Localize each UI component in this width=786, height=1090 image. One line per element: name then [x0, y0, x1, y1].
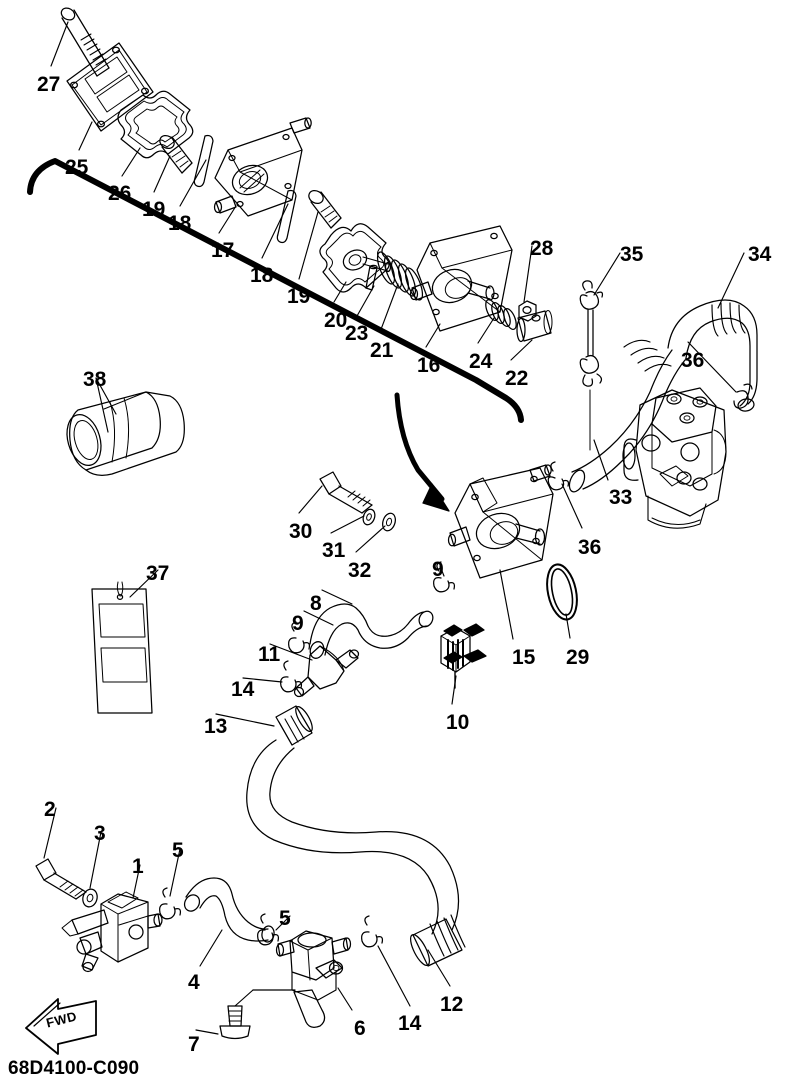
callout-pump-body-17: 17	[211, 239, 235, 262]
part-31-washer	[362, 508, 376, 526]
part-6-fuel-cock	[275, 930, 352, 1028]
part-18b-pin	[276, 189, 297, 244]
part-36a-clip	[733, 383, 753, 409]
part-20-diaphragm	[319, 223, 392, 293]
callout-diaphragm-gasket-26: 26	[108, 182, 132, 205]
part-14a-clip	[280, 660, 303, 693]
callout-clip-36b: 36	[578, 536, 602, 559]
part-10-hose-holder-clip	[440, 623, 487, 689]
part-30-bolt	[319, 471, 373, 514]
callout-screw-27: 27	[37, 73, 61, 96]
part-13-fuel-hose-joint	[275, 705, 313, 746]
callout-fuel-pump-housing-16: 16	[417, 354, 441, 377]
part-3-washer	[82, 888, 98, 908]
part-32-washer	[382, 512, 396, 532]
callout-screw-19a: 19	[142, 198, 166, 221]
callout-fuel-hose-bent-8: 8	[310, 592, 322, 615]
callout-fuel-pump-body-1: 1	[132, 855, 144, 878]
part-24-spring	[485, 299, 517, 330]
callout-pin-18a: 18	[168, 212, 192, 235]
callout-clip-9b: 9	[432, 558, 444, 581]
part-18a-pin	[193, 134, 214, 188]
callout-fuel-filter-11: 11	[258, 643, 281, 666]
part-2-bolt	[35, 858, 87, 900]
callout-pin-18b: 18	[250, 264, 274, 287]
part-15-fuel-pump-assembly	[447, 464, 554, 579]
part-22-plug	[516, 310, 553, 343]
part-11-fuel-filter	[293, 645, 360, 698]
part-5a-clamp	[159, 887, 182, 920]
part-37-label-plate	[91, 581, 153, 714]
callout-bolt-2: 2	[44, 798, 56, 821]
part-16-pump-housing	[409, 225, 513, 332]
part-number-code: 68D4100-C090	[8, 1058, 140, 1079]
part-36b-clip	[547, 461, 570, 491]
callout-spring-24: 24	[469, 350, 493, 373]
callout-nut-28: 28	[530, 237, 554, 260]
part-19b-screw	[308, 189, 342, 229]
callout-washer-32: 32	[348, 559, 372, 582]
callout-fuel-hose-joint-13: 13	[204, 715, 228, 738]
callout-fuel-cock-assembly-6: 6	[354, 1017, 366, 1040]
callout-hose-clip-chain-35: 35	[620, 243, 644, 266]
callout-clamp-14a: 14	[231, 678, 255, 701]
part-27-screw	[60, 7, 110, 77]
callout-diaphragm-20: 20	[324, 309, 348, 332]
carburetor-body	[622, 387, 727, 529]
callout-label-plate-37: 37	[146, 562, 170, 585]
part-33-fuel-hose	[568, 339, 686, 493]
callout-screw-19b: 19	[287, 285, 311, 308]
part-8-fuel-hose-bent	[309, 603, 434, 659]
part-25-gasket	[66, 42, 154, 132]
callout-plug-22: 22	[505, 367, 529, 390]
callout-pin-23: 23	[345, 322, 369, 345]
part-19a-screw	[159, 134, 193, 174]
callout-bolt-30: 30	[289, 520, 313, 543]
part-1-fuel-pump-body	[61, 891, 163, 973]
callout-washer-3: 3	[94, 822, 106, 845]
callout-clamp-5b: 5	[279, 907, 291, 930]
callout-fuel-hose-assembly-34: 34	[748, 243, 772, 266]
part-14b-clip	[361, 915, 384, 948]
callout-fuel-pump-assembly-15: 15	[512, 646, 536, 669]
callout-spring-21: 21	[370, 339, 394, 362]
callout-fuel-hose-long-12: 12	[440, 993, 464, 1016]
callout-clip-9a: 9	[292, 612, 304, 635]
callout-clip-36a: 36	[681, 349, 705, 372]
part-35-hose-clip-chain	[579, 280, 604, 451]
part-28-nut	[518, 300, 537, 322]
leader-lines	[43, 21, 745, 1035]
part-4-fuel-hose-short	[183, 877, 275, 943]
part-34-fuel-hose-assembly	[667, 299, 758, 412]
part-5b-clamp	[257, 913, 280, 946]
part-29-o-ring	[546, 563, 578, 621]
callout-fuel-hose-short-4: 4	[188, 971, 200, 994]
part-26-diaphragm-gasket	[117, 90, 194, 159]
callout-o-ring-29: 29	[566, 646, 590, 669]
part-12-fuel-hose-long	[246, 739, 466, 967]
callout-clamp-5a: 5	[172, 839, 184, 862]
part-17-pump-body	[213, 117, 312, 217]
fwd-arrow	[25, 998, 97, 1055]
callout-hose-cover-38: 38	[83, 368, 107, 391]
part-38-hose-cover	[66, 391, 185, 476]
part-21-spring	[376, 251, 424, 301]
part-9b-clip	[433, 561, 456, 593]
callout-washer-31: 31	[322, 539, 346, 562]
inset-boundary-line	[27, 158, 524, 512]
callout-fuel-hose-33: 33	[609, 486, 633, 509]
callout-hose-holder-clip-10: 10	[446, 711, 470, 734]
callout-clamp-14b: 14	[398, 1012, 422, 1035]
callout-screw-7: 7	[188, 1033, 200, 1056]
part-7-screw	[219, 989, 296, 1040]
callout-gasket-25: 25	[65, 156, 89, 179]
